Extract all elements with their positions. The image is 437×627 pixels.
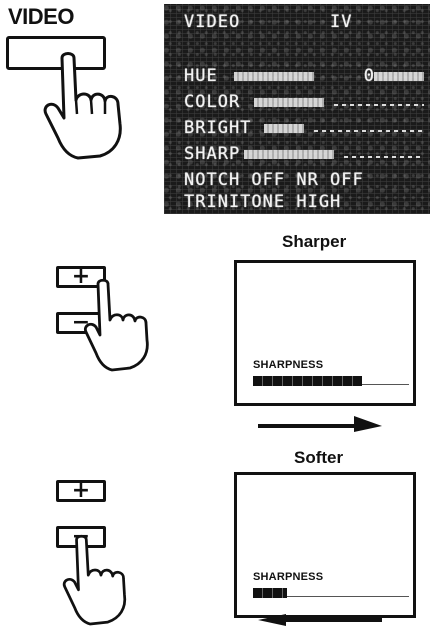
osd-hue-bar-right [374,72,424,81]
pressing-hand-icon [84,280,160,372]
osd-line-video: VIDEO IV [184,12,353,32]
sharpness-label: SHARPNESS [253,359,323,371]
pressing-hand-icon [44,52,134,160]
osd-line-trinitone: TRINITONE HIGH [184,192,341,212]
on-screen-menu: VIDEO IV HUE 0 COLOR BRIGHT SHARP NOTCH … [164,4,430,214]
sharper-preview-screen: SHARPNESS [234,260,416,406]
osd-line-sharp: SHARP [184,144,240,164]
osd-dash [344,156,424,158]
video-button-label: VIDEO [8,4,74,30]
sharper-heading: Sharper [282,232,346,252]
softer-heading: Softer [294,448,343,468]
osd-line-color: COLOR [184,92,240,112]
sharpness-level-fill [253,588,287,598]
osd-color-bar [254,98,324,107]
pressing-hand-icon [62,536,138,626]
osd-sharp-bar [244,150,334,159]
osd-dash [334,104,424,106]
osd-hue-bar [234,72,314,81]
sharpness-level-bar [253,376,409,386]
softer-preview-screen: SHARPNESS [234,472,416,618]
sharpness-level-fill [253,376,362,386]
arrow-left-icon [258,614,382,627]
osd-bright-bar [264,124,304,133]
osd-dash [314,130,424,132]
osd-line-notch: NOTCH OFF NR OFF [184,170,364,190]
osd-line-bright: BRIGHT [184,118,251,138]
sharpness-label: SHARPNESS [253,571,323,583]
arrow-right-icon [258,412,382,434]
sharpness-level-bar [253,588,409,598]
plus-button[interactable]: + [56,480,106,502]
